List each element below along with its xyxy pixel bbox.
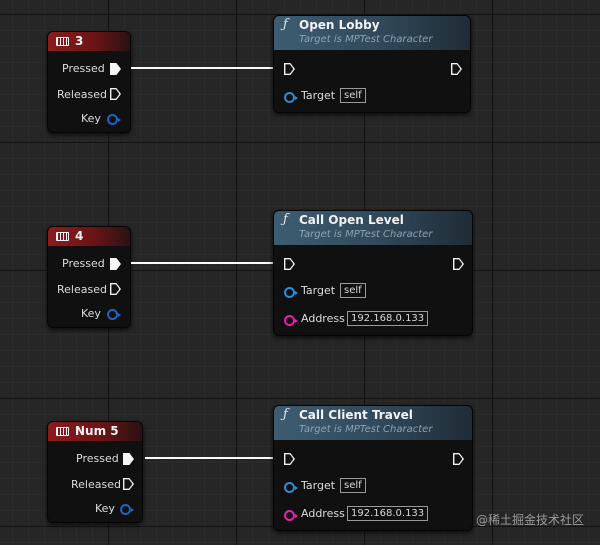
- address-pin-icon[interactable]: [284, 510, 298, 521]
- exec-out-pin-icon[interactable]: [453, 453, 464, 465]
- node-title: 3: [75, 34, 84, 48]
- open-lobby-node[interactable]: ƒ Open Lobby Target is MPTest Character …: [273, 15, 471, 113]
- node-title: Open Lobby: [299, 18, 380, 32]
- node-subtitle: Target is MPTest Character: [299, 229, 433, 240]
- target-pin-icon[interactable]: [284, 482, 298, 493]
- call-client-travel-node[interactable]: ƒ Call Client Travel Target is MPTest Ch…: [273, 405, 473, 531]
- exec-in-pin-icon[interactable]: [284, 453, 295, 465]
- address-label: Address: [301, 312, 345, 325]
- key-label: Key: [81, 307, 101, 320]
- target-pin-icon[interactable]: [284, 92, 298, 103]
- pressed-exec-pin-icon[interactable]: [110, 63, 121, 75]
- released-exec-pin-icon[interactable]: [110, 88, 121, 100]
- address-input[interactable]: 192.168.0.133: [347, 506, 429, 521]
- target-label: Target: [301, 479, 336, 492]
- pressed-label: Pressed: [62, 257, 105, 270]
- node-title: Call Open Level: [299, 213, 404, 227]
- call-open-level-node[interactable]: ƒ Call Open Level Target is MPTest Chara…: [273, 210, 473, 336]
- exec-out-pin-icon[interactable]: [453, 258, 464, 270]
- exec-wire: [145, 457, 275, 459]
- key-3-event-node[interactable]: 3 Pressed Released Key: [47, 31, 131, 133]
- node-header[interactable]: Num 5: [48, 422, 142, 441]
- exec-in-pin-icon[interactable]: [284, 63, 295, 75]
- pressed-label: Pressed: [76, 452, 119, 465]
- node-header[interactable]: ƒ Open Lobby Target is MPTest Character: [274, 16, 470, 50]
- target-value[interactable]: self: [340, 478, 366, 493]
- target-value[interactable]: self: [340, 88, 366, 103]
- address-input[interactable]: 192.168.0.133: [347, 311, 429, 326]
- node-subtitle: Target is MPTest Character: [299, 424, 433, 435]
- keyboard-icon: [56, 37, 69, 46]
- node-header[interactable]: ƒ Call Client Travel Target is MPTest Ch…: [274, 406, 472, 440]
- function-icon: ƒ: [283, 407, 288, 422]
- target-label: Target: [301, 89, 336, 102]
- address-label: Address: [301, 507, 345, 520]
- released-label: Released: [57, 88, 107, 101]
- key-label: Key: [95, 502, 115, 515]
- address-pin-icon[interactable]: [284, 315, 298, 326]
- exec-out-pin-icon[interactable]: [451, 63, 462, 75]
- exec-in-pin-icon[interactable]: [284, 258, 295, 270]
- target-label: Target: [301, 284, 336, 297]
- exec-wire: [131, 67, 275, 69]
- pressed-exec-pin-icon[interactable]: [123, 453, 134, 465]
- target-pin-icon[interactable]: [284, 287, 298, 298]
- key-pin-icon[interactable]: [120, 504, 134, 515]
- node-header[interactable]: 3: [48, 32, 130, 51]
- watermark: @稀土掘金技术社区: [475, 513, 584, 527]
- released-label: Released: [57, 283, 107, 296]
- keyboard-icon: [56, 427, 69, 436]
- node-title: Num 5: [75, 424, 119, 438]
- node-header[interactable]: ƒ Call Open Level Target is MPTest Chara…: [274, 211, 472, 245]
- released-label: Released: [71, 478, 121, 491]
- node-title: 4: [75, 229, 84, 243]
- target-value[interactable]: self: [340, 283, 366, 298]
- function-icon: ƒ: [283, 17, 288, 32]
- node-header[interactable]: 4: [48, 227, 130, 246]
- released-exec-pin-icon[interactable]: [110, 283, 121, 295]
- key-4-event-node[interactable]: 4 Pressed Released Key: [47, 226, 131, 328]
- node-title: Call Client Travel: [299, 408, 413, 422]
- released-exec-pin-icon[interactable]: [123, 478, 134, 490]
- node-subtitle: Target is MPTest Character: [299, 34, 433, 45]
- exec-wire: [131, 262, 275, 264]
- key-pin-icon[interactable]: [107, 114, 121, 125]
- num-5-event-node[interactable]: Num 5 Pressed Released Key: [47, 421, 143, 523]
- function-icon: ƒ: [283, 212, 288, 227]
- pressed-exec-pin-icon[interactable]: [110, 258, 121, 270]
- keyboard-icon: [56, 232, 69, 241]
- pressed-label: Pressed: [62, 62, 105, 75]
- key-label: Key: [81, 112, 101, 125]
- key-pin-icon[interactable]: [107, 309, 121, 320]
